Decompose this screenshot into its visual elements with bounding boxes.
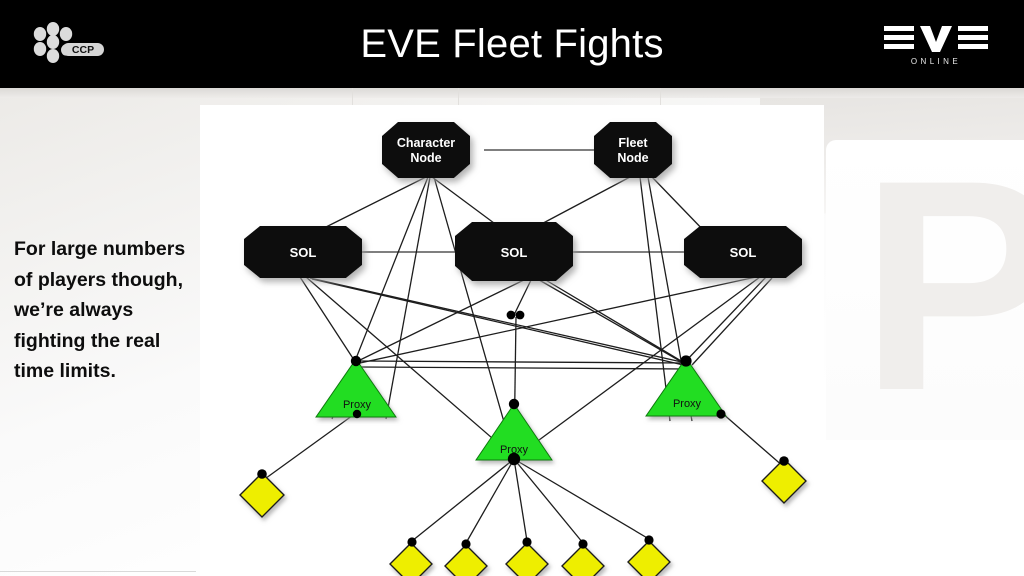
- diagram-octagon-nodes: Character Node Fleet Node SOL SOL: [244, 122, 802, 281]
- node-character-label-2: Node: [410, 151, 441, 165]
- node-proxy-right[interactable]: [645, 357, 727, 417]
- diagram-edges: [261, 149, 785, 544]
- node-fleet-label-1: Fleet: [618, 136, 648, 150]
- node-character-label-1: Character: [397, 136, 455, 150]
- node-fleet-label-2: Node: [617, 151, 648, 165]
- node-proxy-right-label: Proxy: [673, 398, 702, 410]
- eve-online-subtitle: ONLINE: [911, 57, 961, 66]
- ccp-wordmark: CCP: [72, 44, 94, 56]
- node-sol-mid-label: SOL: [501, 245, 528, 260]
- node-sol-mid[interactable]: [455, 222, 573, 281]
- node-sol-right[interactable]: [684, 226, 802, 278]
- node-client-5[interactable]: [561, 544, 605, 576]
- eve-online-logo: ONLINE: [884, 26, 988, 66]
- node-client-1[interactable]: [239, 472, 285, 518]
- diagram-card: Character Node Fleet Node SOL SOL: [200, 105, 824, 576]
- node-sol-right-label: SOL: [730, 245, 757, 260]
- node-client-6[interactable]: [627, 540, 671, 576]
- diagram-connector-dots: [257, 310, 789, 549]
- node-proxy-left-label: Proxy: [343, 399, 372, 411]
- background-top-strip: [0, 88, 1024, 98]
- node-fleet[interactable]: [594, 122, 672, 178]
- body-paragraph: For large numbers of players though, we’…: [14, 238, 186, 383]
- node-sol-left[interactable]: [244, 226, 362, 278]
- diagram-client-nodes: [239, 458, 807, 576]
- node-client-4[interactable]: [505, 542, 549, 576]
- node-sol-left-label: SOL: [290, 245, 317, 260]
- background-hairline: [0, 571, 196, 572]
- node-character[interactable]: [382, 122, 470, 178]
- background-watermark-glyph: P: [860, 117, 1024, 453]
- node-client-7[interactable]: [761, 458, 807, 504]
- background-panel-right: [826, 140, 1024, 440]
- node-client-2[interactable]: [389, 542, 433, 576]
- network-diagram: Character Node Fleet Node SOL SOL: [239, 122, 807, 576]
- diagram-proxy-nodes: Proxy Proxy Proxy: [315, 357, 727, 461]
- page-title: EVE Fleet Fights: [360, 22, 664, 66]
- header-bar: CCP ONLINE EVE Fleet Fights: [0, 0, 1024, 88]
- node-proxy-mid-label: Proxy: [500, 444, 529, 456]
- node-client-3[interactable]: [444, 544, 488, 576]
- ccp-logo: CCP: [33, 22, 104, 63]
